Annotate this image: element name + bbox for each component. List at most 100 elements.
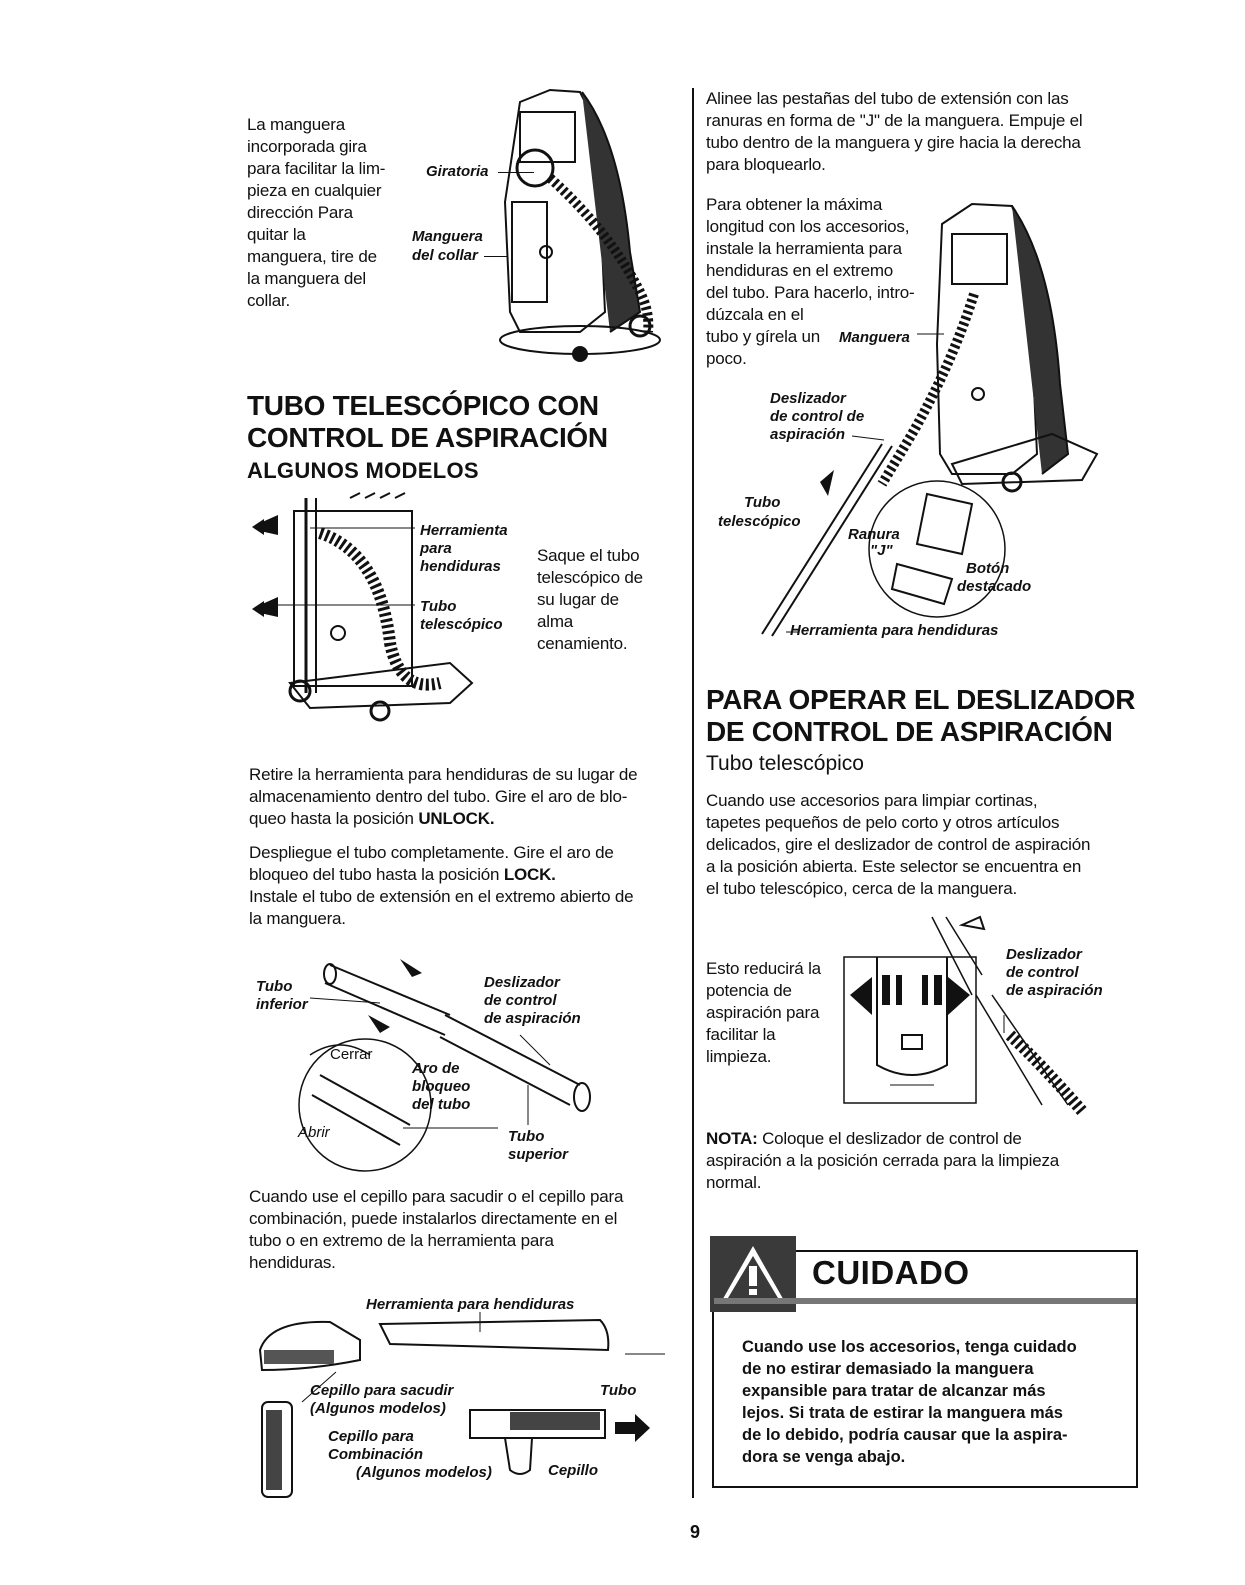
caution-text: Cuando use los accesorios, tenga cuidado… <box>742 1336 1132 1468</box>
text-line: almacenamiento dentro del tubo. Gire el … <box>249 787 628 806</box>
crevice-tool-label: Herramienta para hendiduras <box>366 1296 575 1313</box>
suction-slider-closeup <box>843 915 1087 1115</box>
label-line: para <box>420 540 452 557</box>
section-heading: DE CONTROL DE ASPIRACIÓN <box>706 716 1113 747</box>
label-line: Cepillo para <box>328 1428 414 1445</box>
text-line: Saque el tubo <box>537 546 640 565</box>
label-line: (Algunos modelos) <box>310 1400 446 1417</box>
text-line: Alinee las pestañas del tubo de extensió… <box>706 89 1069 108</box>
telescopic-tube-label: telescópico <box>718 513 801 530</box>
brush-paragraph: Cuando use el cepillo para sacudir o el … <box>249 1186 669 1274</box>
text-line: Esto reducirá la <box>706 959 821 978</box>
label-line: inferior <box>256 996 308 1013</box>
text-line: manguera, tire de <box>247 247 377 266</box>
label-line: superior <box>508 1146 569 1163</box>
tube-storage-illustration <box>252 492 474 722</box>
collar-hose-label: del collar <box>412 247 478 264</box>
telescopic-tube-label: Tubo telescópico <box>420 598 503 634</box>
text-line: Cuando use el cepillo para sacudir o el … <box>249 1187 624 1206</box>
section-subheading: Tubo telescópico <box>706 752 864 775</box>
lock-paragraph: Despliegue el tubo completamente. Gire e… <box>249 842 669 930</box>
text-line: de no estirar demasiado la manguera <box>742 1360 1034 1378</box>
label-line: de control <box>1006 964 1079 981</box>
vacuum-hose-illustration <box>499 88 661 362</box>
text-line: collar. <box>247 291 291 310</box>
lock-ring-label: Aro de bloqueo del tubo <box>412 1060 470 1114</box>
text-line: poco. <box>706 349 747 368</box>
label-line: de aspiración <box>1006 982 1103 999</box>
label-line: hendiduras <box>420 558 501 575</box>
label-line: Deslizador <box>770 390 846 407</box>
text-line: bloqueo del tubo hasta la posición <box>249 865 504 884</box>
text-line: aspiración para <box>706 1003 820 1022</box>
unlock-paragraph: Retire la herramienta para hendiduras de… <box>249 764 669 830</box>
section-heading: TUBO TELESCÓPICO CON <box>247 390 599 421</box>
label-line: Deslizador <box>484 974 560 991</box>
text-line: instale la herramienta para <box>706 239 902 258</box>
crevice-tool-label: Herramienta para hendiduras <box>420 522 508 576</box>
unlock-keyword: UNLOCK. <box>418 809 495 828</box>
storage-text: Saque el tubo telescópico de su lugar de… <box>537 545 687 655</box>
note-paragraph: NOTA: Coloque el deslizador de control d… <box>706 1128 1126 1194</box>
text-line: su lugar de <box>537 590 619 609</box>
text-line: expansible para tratar de alcanzar más <box>742 1382 1046 1400</box>
text-line: tubo dentro de la manguera y gire hacia … <box>706 133 1081 152</box>
text-line: alma <box>537 612 574 631</box>
text-line: facilitar la <box>706 1025 776 1044</box>
label-line: Herramienta <box>420 522 508 539</box>
reduce-power-text: Esto reducirá la potencia de aspiración … <box>706 958 841 1068</box>
label-line: (Algunos modelos) <box>356 1464 492 1481</box>
swivel-label: Giratoria <box>426 163 489 180</box>
button-label: Botón <box>966 560 1010 577</box>
label-line: del tubo <box>412 1096 471 1113</box>
telescopic-tube-label: Tubo <box>744 494 781 511</box>
label-line: Cepillo para sacudir <box>310 1382 454 1399</box>
label-line: aspiración <box>770 426 846 443</box>
label-line: de aspiración <box>484 1010 581 1027</box>
label-line: Combinación <box>328 1446 424 1463</box>
caution-title: CUIDADO <box>812 1254 970 1291</box>
suction-slider-label: Deslizador de control de aspiración <box>1006 946 1103 1000</box>
hose-swivel-text: La manguera incorporada gira para facili… <box>247 114 417 312</box>
text-line: para facilitar la lim- <box>247 159 386 178</box>
crevice-tool-label: Herramienta para hendiduras <box>790 622 999 639</box>
brush-label: Cepillo <box>548 1462 599 1479</box>
close-label: Cerrar <box>330 1046 373 1063</box>
text-line: aspiración a la posición cerrada para la… <box>706 1151 1060 1170</box>
j-slot-label: Ranura <box>848 526 900 543</box>
text-line: la manguera del <box>247 269 366 288</box>
section-heading: PARA OPERAR EL DESLIZADOR <box>706 684 1136 715</box>
lock-keyword: LOCK. <box>503 865 556 884</box>
text-line: lejos. Si trata de estirar la manguera m… <box>742 1404 1063 1422</box>
label-line: bloqueo <box>412 1078 471 1095</box>
text-line: Despliegue el tubo completamente. Gire e… <box>249 843 614 862</box>
upper-tube-label: Tubo superior <box>508 1128 568 1164</box>
extension-illustration <box>761 202 1099 637</box>
text-line: de lo debido, podría causar que la aspir… <box>742 1426 1068 1444</box>
text-line: cenamiento. <box>537 634 628 653</box>
text-line: dirección Para <box>247 203 353 222</box>
text-line: dúzcala en el <box>706 305 804 324</box>
label-line: Deslizador <box>1006 946 1082 963</box>
text-line: el tubo telescópico, cerca de la manguer… <box>706 879 1018 898</box>
text-line: tapetes pequeños de pelo corto y otros a… <box>706 813 1060 832</box>
text-line: potencia de <box>706 981 792 1000</box>
suction-slider-label: Deslizador de control de aspiración <box>484 974 581 1028</box>
attachments-diagram <box>258 1312 665 1498</box>
caution-box: CUIDADO Cuando use los accesorios, tenga… <box>710 1236 1138 1488</box>
text-line: hendiduras. <box>249 1253 336 1272</box>
text-line: La manguera <box>247 115 345 134</box>
combination-brush-label: Cepillo para Combinación (Algunos modelo… <box>328 1428 492 1482</box>
leader-line <box>484 256 508 257</box>
curtain-paragraph: Cuando use accesorios para limpiar corti… <box>706 790 1126 900</box>
text-line: limpieza. <box>706 1047 772 1066</box>
text-line: dora se venga abajo. <box>742 1448 906 1466</box>
label-line: Tubo <box>256 978 293 995</box>
page-number: 9 <box>690 1522 701 1542</box>
column-divider <box>692 88 694 1498</box>
section-subheading: ALGUNOS MODELOS <box>247 458 479 483</box>
align-paragraph: Alinee las pestañas del tubo de extensió… <box>706 88 1126 176</box>
leader-line <box>498 172 534 173</box>
text-line: del tubo. Para hacerlo, intro- <box>706 283 915 302</box>
note-label: NOTA: <box>706 1129 758 1148</box>
